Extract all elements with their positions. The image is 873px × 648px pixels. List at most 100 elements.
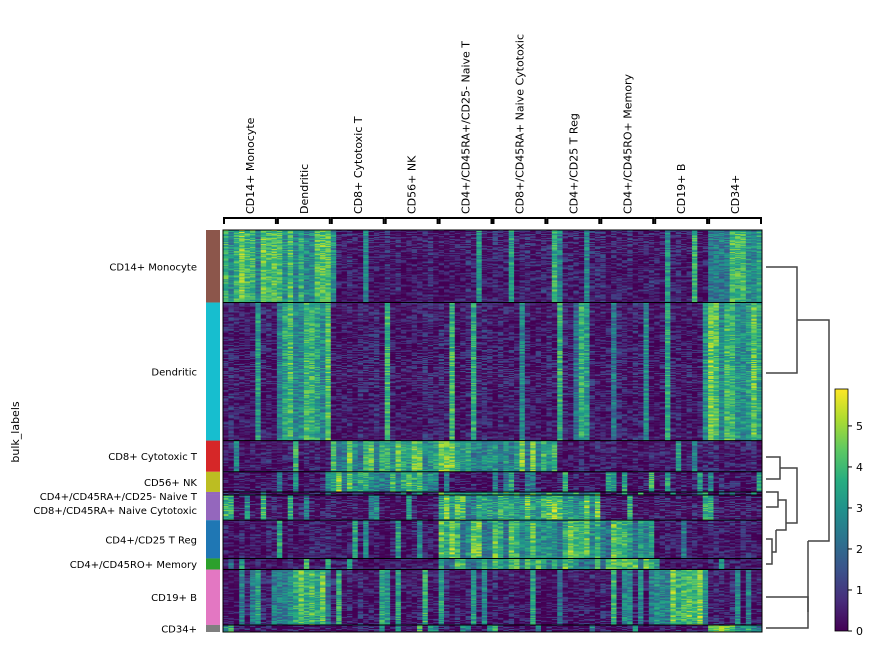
heatmap-cell <box>605 245 612 247</box>
heatmap-cell <box>293 231 299 233</box>
heatmap-cell <box>481 240 488 242</box>
heatmap-cell <box>379 248 386 250</box>
heatmap-cell <box>670 230 677 232</box>
heatmap-cell <box>298 237 305 239</box>
row-group-color-block <box>206 520 220 559</box>
heatmap-cell <box>481 246 488 248</box>
heatmap-cell <box>346 247 353 249</box>
heatmap-cell <box>476 241 483 243</box>
heatmap-cell <box>373 240 380 242</box>
heatmap-cell <box>465 233 472 235</box>
heatmap-cell <box>594 243 601 245</box>
heatmap-cell <box>514 241 520 243</box>
heatmap-cell <box>390 245 396 247</box>
heatmap-cell <box>293 240 299 242</box>
heatmap-cell <box>271 239 278 241</box>
heatmap-cell <box>627 243 634 245</box>
heatmap-cell <box>487 246 493 248</box>
heatmap-cell <box>735 230 741 232</box>
heatmap-cell <box>454 248 461 250</box>
heatmap-cell <box>567 235 574 237</box>
heatmap-cell <box>481 243 488 245</box>
heatmap-cell <box>551 234 558 236</box>
heatmap-cell <box>228 232 235 234</box>
heatmap-cell <box>729 238 736 240</box>
heatmap-cell <box>594 242 601 244</box>
heatmap-cell <box>691 241 698 243</box>
heatmap-cell <box>530 234 537 236</box>
heatmap-cell <box>298 247 305 249</box>
heatmap-cell <box>654 239 660 241</box>
heatmap-cell <box>406 239 413 241</box>
heatmap-cell <box>320 241 326 243</box>
heatmap-cell <box>546 247 553 249</box>
heatmap-cell <box>562 243 569 245</box>
heatmap-cell <box>702 238 709 240</box>
heatmap-cell <box>578 240 585 242</box>
heatmap-cell <box>282 239 289 241</box>
heatmap-cell <box>276 242 283 244</box>
heatmap-cell <box>384 247 391 249</box>
heatmap-cell <box>541 235 547 237</box>
heatmap-cell <box>341 237 348 239</box>
heatmap-cell <box>454 230 461 232</box>
heatmap-cell <box>567 238 574 240</box>
heatmap-cell <box>541 233 547 235</box>
heatmap-cell <box>605 231 612 233</box>
heatmap-cell <box>718 247 725 249</box>
heatmap-cell <box>346 238 353 240</box>
heatmap-cell <box>643 235 650 237</box>
heatmap-cell <box>470 244 477 246</box>
heatmap-cell <box>535 244 542 246</box>
heatmap-cell <box>627 230 634 232</box>
heatmap-cell <box>433 239 439 241</box>
heatmap-cell <box>282 248 289 250</box>
heatmap-cell <box>557 237 563 239</box>
heatmap-cell <box>729 243 736 245</box>
heatmap-cell <box>427 242 434 244</box>
heatmap-cell <box>740 247 747 249</box>
heatmap-cell <box>686 237 693 239</box>
heatmap-cell <box>228 237 235 239</box>
heatmap-cell <box>411 245 418 247</box>
heatmap-cell <box>390 248 396 250</box>
heatmap-cell <box>567 244 574 246</box>
heatmap-cell <box>422 237 429 239</box>
heatmap-cell <box>239 245 245 247</box>
heatmap-cell <box>266 247 272 249</box>
heatmap-cell <box>427 232 434 234</box>
heatmap-cell <box>713 238 720 240</box>
heatmap-cell <box>524 246 531 248</box>
heatmap-cell <box>411 235 418 237</box>
heatmap-cell <box>578 238 585 240</box>
heatmap-cell <box>514 237 520 239</box>
heatmap-cell <box>691 242 698 244</box>
heatmap-cell <box>287 238 294 240</box>
heatmap-cell <box>239 233 245 235</box>
heatmap-cell <box>675 242 682 244</box>
heatmap-cell <box>255 240 262 242</box>
heatmap-cell <box>735 244 741 246</box>
heatmap-cell <box>433 235 439 237</box>
heatmap-cell <box>427 230 434 232</box>
heatmap-cell <box>400 238 407 240</box>
heatmap-cell <box>320 236 326 238</box>
heatmap-cell <box>686 231 693 233</box>
heatmap-cell <box>255 239 262 241</box>
heatmap-cell <box>594 247 601 249</box>
heatmap-cell <box>681 231 687 233</box>
heatmap-cell <box>708 233 714 235</box>
heatmap-cell <box>573 233 580 235</box>
heatmap-cell <box>584 244 590 246</box>
heatmap-cell <box>627 235 634 237</box>
heatmap-cell <box>497 241 504 243</box>
heatmap-cell <box>476 245 483 247</box>
heatmap-cell <box>233 238 240 240</box>
heatmap-cell <box>255 231 262 233</box>
heatmap-cell <box>303 230 310 232</box>
heatmap-cell <box>443 234 450 236</box>
heatmap-cell <box>530 241 537 243</box>
heatmap-cell <box>352 245 359 247</box>
heatmap-cell <box>373 236 380 238</box>
